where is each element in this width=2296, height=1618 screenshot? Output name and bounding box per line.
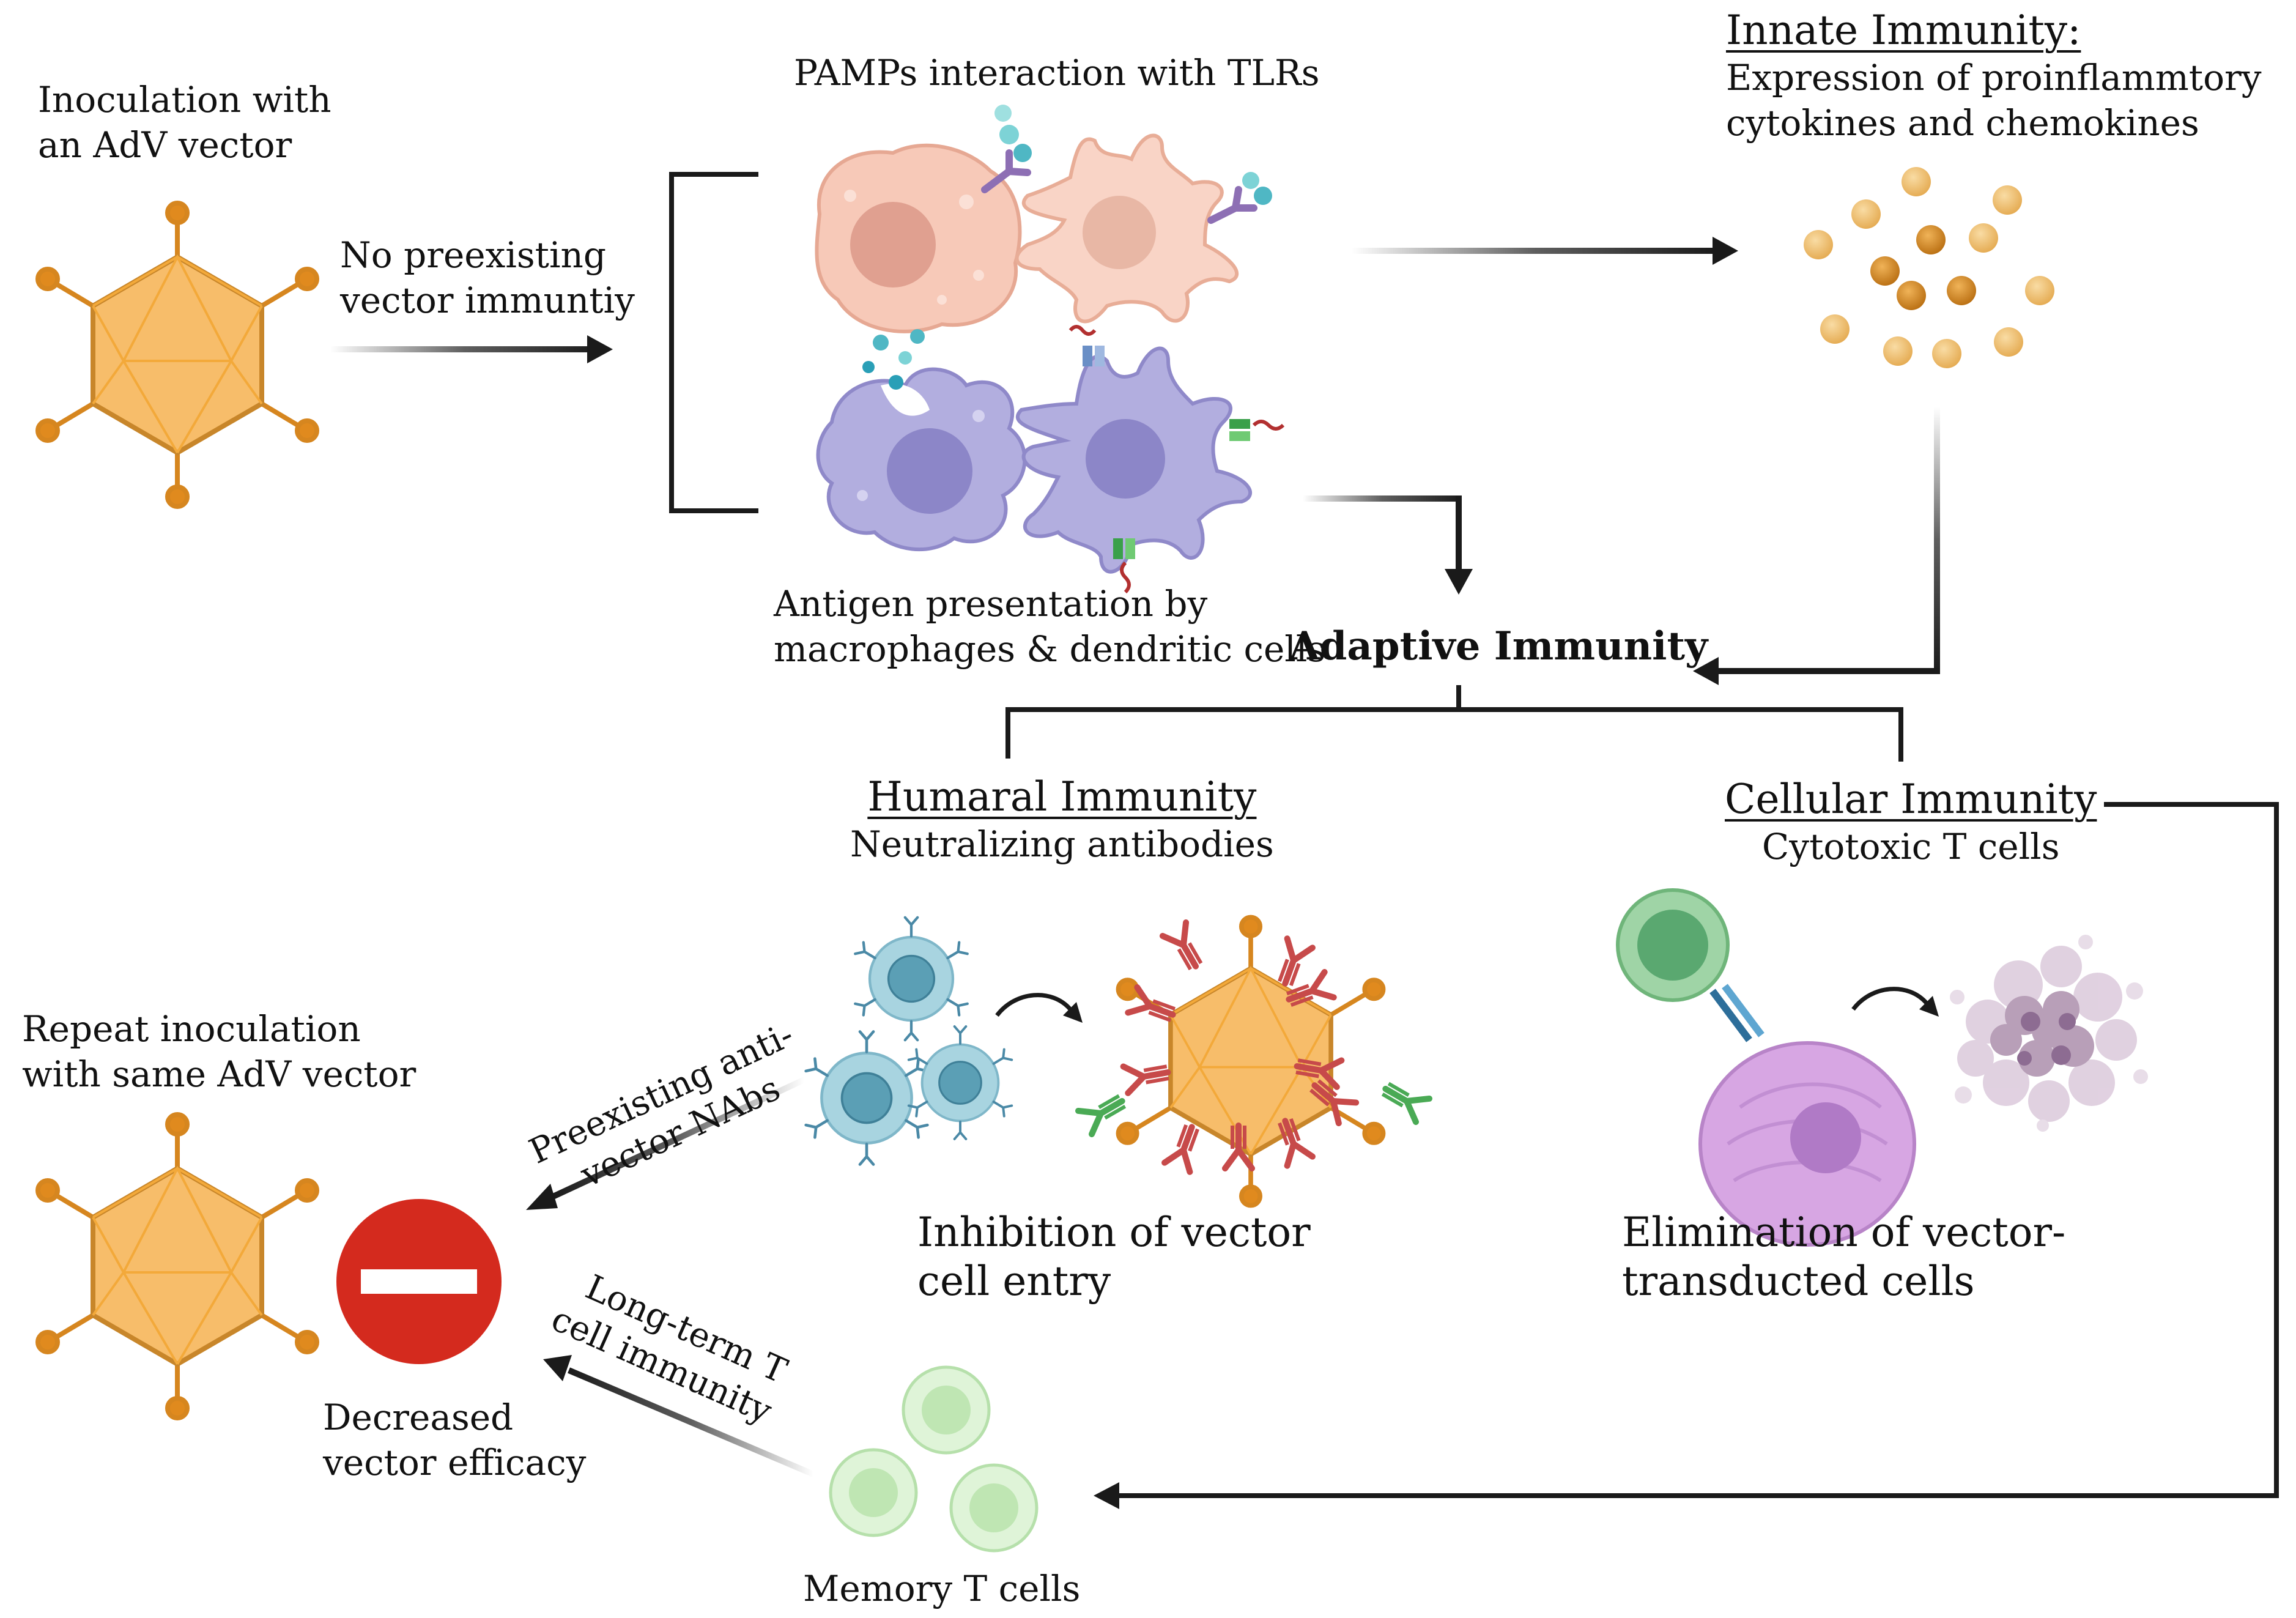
adenovirus-icon <box>38 1115 317 1418</box>
innate-immunity-label: Innate Immunity: Expression of proinflam… <box>1726 7 2262 144</box>
b-cell-icon <box>907 1025 1013 1140</box>
cellular-title: Cellular Immunity <box>1725 776 2097 823</box>
macrophage-icon <box>815 105 1032 333</box>
inhibition-label: Inhibition of vector cell entry <box>917 1209 1311 1305</box>
tcr-receptor-icon <box>1068 325 1105 366</box>
adenovirus-icon <box>38 203 317 507</box>
macrophage-icon <box>816 329 1027 552</box>
innate-title: Innate Immunity: <box>1726 7 2081 54</box>
inoculation-label: Inoculation with an AdV vector <box>38 79 331 166</box>
curved-arrow <box>1851 987 1939 1017</box>
memory-t-cells-label: Memory T cells <box>803 1568 1081 1609</box>
pamps-label: PAMPs interaction with TLRs <box>794 52 1320 94</box>
antigen-presentation-label: Antigen presentation by macrophages & de… <box>774 583 1326 670</box>
cytokine-icon <box>1804 167 2054 368</box>
arrow-longterm-t <box>543 1355 815 1477</box>
repeat-inoculation-label: Repeat inoculation with same AdV vector <box>22 1008 417 1095</box>
arrow-cellular-to-memory <box>1094 802 2279 1509</box>
curved-arrow <box>995 993 1083 1023</box>
apoptotic-cell-icon <box>1950 935 2148 1132</box>
transduced-cell-icon <box>1698 1041 1916 1247</box>
cellular-immunity-label: Cellular Immunity Cytotoxic T cells <box>1725 776 2097 867</box>
arrow-preexisting-nabs <box>526 1077 806 1210</box>
b-cell-icon <box>806 1031 928 1164</box>
no-entry-icon <box>336 1199 502 1364</box>
elimination-label: Elimination of vector- transducted cells <box>1622 1209 2066 1305</box>
bracket <box>669 172 758 513</box>
adaptive-split <box>1005 685 1903 762</box>
humoral-immunity-label: Humaral Immunity Neutralizing antibodies <box>850 773 1274 865</box>
no-preexisting-label: No preexisting vector immuntiy <box>340 234 635 321</box>
tcr-receptor-icon <box>1709 984 1765 1042</box>
arrow-to-innate <box>1352 237 1738 265</box>
adaptive-immunity-label: Adaptive Immunity <box>1289 623 1708 669</box>
arrow-innate-to-adaptive <box>1693 407 1940 685</box>
arrow-apc-to-adaptive <box>1303 495 1473 595</box>
b-cell-icon <box>855 918 968 1041</box>
arrow-no-preexisting <box>330 335 613 363</box>
dendritic-cell-icon <box>1016 325 1285 594</box>
decreased-efficacy-label: Decreased vector efficacy <box>323 1397 587 1483</box>
memory-t-cell-icon <box>831 1367 1037 1551</box>
dendritic-cell-icon <box>1015 133 1272 324</box>
t-cell-icon <box>1616 888 1730 1002</box>
humoral-title: Humaral Immunity <box>867 773 1257 820</box>
